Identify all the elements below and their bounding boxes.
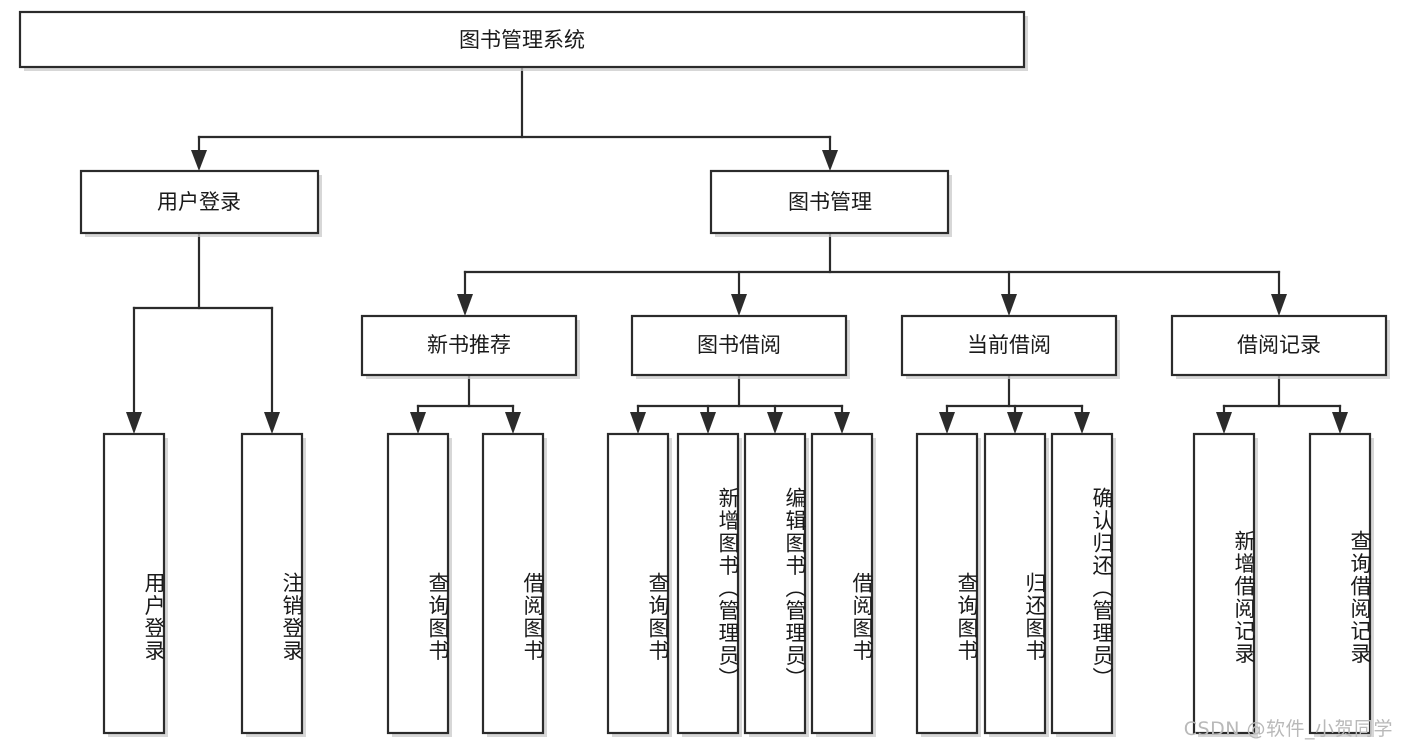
- connector-group-bookborrow-to-leaves: [630, 373, 850, 434]
- arrow-head-leaf-user-login: [126, 412, 142, 434]
- arrow-head-bb-borrow: [834, 412, 850, 434]
- leaf-node-bb-borrow-book[interactable]: [810, 432, 876, 737]
- leaf-node-cb-query-book[interactable]: [915, 432, 981, 737]
- leaf-br-add-box: [1192, 432, 1256, 735]
- arrow-head-user-login: [191, 150, 207, 171]
- connector-group-borrowrecord-to-leaves: [1216, 373, 1348, 434]
- node-book-borrow-label: 图书借阅: [697, 333, 781, 357]
- arrow-head-leaf-logout: [264, 412, 280, 434]
- node-root[interactable]: 图书管理系统: [18, 10, 1028, 71]
- arrow-head-borrow-record: [1271, 294, 1287, 316]
- leaf-bb-query-box: [606, 432, 670, 735]
- node-current-borrow-box: [900, 314, 1118, 377]
- node-current-borrow[interactable]: 当前借阅: [900, 314, 1120, 379]
- arrow-head-bb-edit: [767, 412, 783, 434]
- leaf-node-bb-add-book[interactable]: [676, 432, 742, 737]
- arrow-head-current-borrow: [1001, 294, 1017, 316]
- leaf-bb-edit-box: [743, 432, 807, 735]
- leaf-cb-query-box: [915, 432, 979, 735]
- leaf-bb-add-box: [676, 432, 740, 735]
- node-new-book-recommend[interactable]: 新书推荐: [360, 314, 580, 379]
- leaf-logout-box: [240, 432, 304, 735]
- connector-group-currentborrow-to-leaves: [939, 373, 1090, 434]
- node-book-manage-box: [709, 169, 950, 235]
- leaf-node-cb-confirm-return[interactable]: [1050, 432, 1116, 737]
- arrow-head-cb-confirm: [1074, 412, 1090, 434]
- arrow-head-br-query: [1332, 412, 1348, 434]
- connector-group-bookmanage-to-level3: [457, 231, 1287, 316]
- arrow-head-book-borrow: [731, 294, 747, 316]
- leaf-node-boxes: [102, 432, 1374, 737]
- node-borrow-record[interactable]: 借阅记录: [1170, 314, 1390, 379]
- leaf-node-cb-return-book[interactable]: [983, 432, 1049, 737]
- node-user-login[interactable]: 用户登录: [79, 169, 322, 237]
- node-user-login-label: 用户登录: [157, 190, 241, 214]
- leaf-bb-borrow-box: [810, 432, 874, 735]
- arrow-head-cb-return: [1007, 412, 1023, 434]
- connector-group-userlogin-to-leaves: [126, 231, 280, 434]
- leaf-node-logout[interactable]: [240, 432, 306, 737]
- leaf-node-br-query-record[interactable]: [1308, 432, 1374, 737]
- arrow-head-bb-add: [700, 412, 716, 434]
- leaf-node-nb-query-book[interactable]: [386, 432, 452, 737]
- arrow-head-br-add: [1216, 412, 1232, 434]
- node-borrow-record-label: 借阅记录: [1237, 333, 1321, 357]
- node-book-manage[interactable]: 图书管理: [709, 169, 952, 237]
- leaf-node-bb-edit-book[interactable]: [743, 432, 809, 737]
- csdn-watermark: CSDN @软件_小贺同学: [1183, 718, 1393, 740]
- leaf-user-login-box: [102, 432, 166, 735]
- leaf-node-nb-borrow-book[interactable]: [481, 432, 547, 737]
- leaf-nb-borrow-box: [481, 432, 545, 735]
- leaf-cb-confirm-box: [1050, 432, 1114, 735]
- node-new-book-recommend-box: [360, 314, 578, 377]
- node-book-borrow-box: [630, 314, 848, 377]
- leaf-node-user-login[interactable]: [102, 432, 168, 737]
- arrow-head-book-manage: [822, 150, 838, 171]
- node-root-label: 图书管理系统: [459, 28, 585, 52]
- arrow-head-new-book: [457, 294, 473, 316]
- leaf-br-query-box: [1308, 432, 1372, 735]
- leaf-cb-return-box: [983, 432, 1047, 735]
- node-new-book-recommend-label: 新书推荐: [427, 333, 511, 357]
- arrow-head-cb-query: [939, 412, 955, 434]
- node-borrow-record-box: [1170, 314, 1388, 377]
- leaf-node-bb-query-book[interactable]: [606, 432, 672, 737]
- connector-group-root-to-level2: [191, 65, 838, 171]
- node-current-borrow-label: 当前借阅: [967, 333, 1051, 357]
- leaf-node-br-add-record[interactable]: [1192, 432, 1258, 737]
- node-root-box: [18, 10, 1026, 69]
- node-book-borrow[interactable]: 图书借阅: [630, 314, 850, 379]
- arrow-head-bb-query: [630, 412, 646, 434]
- arrow-head-nb-query: [410, 412, 426, 434]
- arrow-head-nb-borrow: [505, 412, 521, 434]
- node-book-manage-label: 图书管理: [788, 190, 872, 214]
- leaf-nb-query-box: [386, 432, 450, 735]
- node-user-login-box: [79, 169, 320, 235]
- connector-group-newbook-to-leaves: [410, 373, 521, 434]
